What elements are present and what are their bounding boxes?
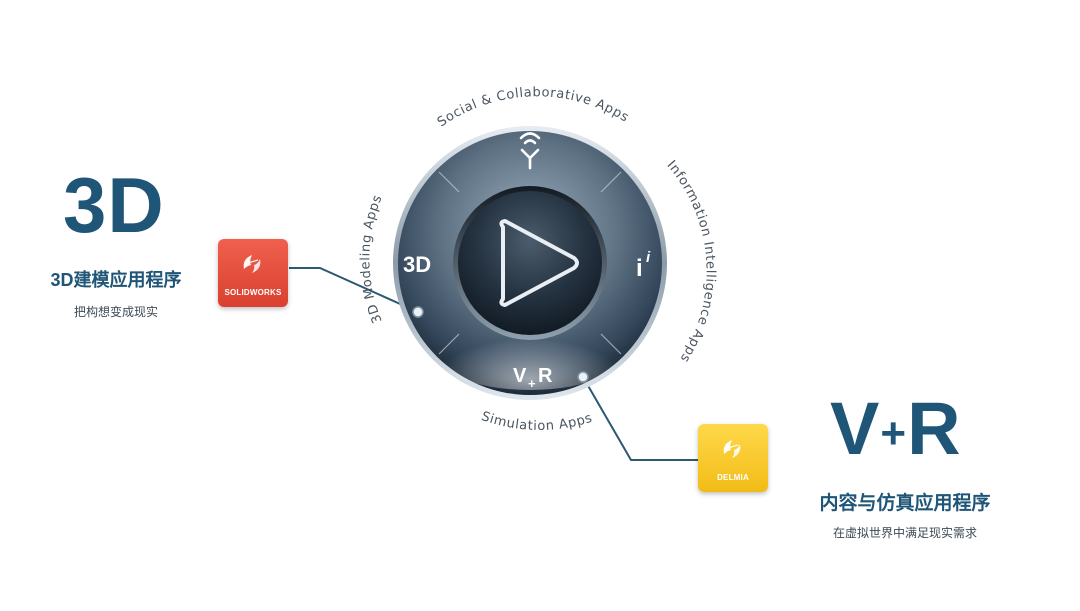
- arc-label-information-text: Information Intelligence Apps: [664, 158, 717, 365]
- arc-label-social-text: Social & Collaborative Apps: [435, 85, 631, 130]
- quadrant-vr-r: R: [538, 365, 553, 387]
- quadrant-i-sup: i: [646, 249, 651, 266]
- divider-tick-tl: [438, 171, 460, 193]
- divider-tick-tr: [600, 171, 622, 193]
- delmia-label: DELMIA: [717, 473, 749, 482]
- right-subtitle: 在虚拟世界中满足现实需求: [832, 526, 977, 540]
- center-button[interactable]: [458, 191, 602, 335]
- quadrant-vr-plus: +: [528, 376, 536, 391]
- arc-label-information: Information Intelligence Apps: [664, 158, 718, 365]
- connector-line-vr: [582, 376, 698, 461]
- arc-label-simulation-text: Simulation Apps: [479, 409, 593, 434]
- big-label-3d: 3D: [63, 161, 165, 249]
- marker-dot-3d: [412, 306, 424, 318]
- arc-label-social: Social & Collaborative Apps: [435, 85, 632, 130]
- big-vr-v: V: [830, 387, 880, 470]
- delmia-tile[interactable]: DELMIA: [698, 424, 768, 492]
- play-icon: [499, 219, 579, 307]
- big-vr-plus: +: [880, 409, 907, 458]
- left-title: 3D建模应用程序: [50, 270, 182, 290]
- arc-label-modeling: 3D Modeling Apps: [358, 193, 385, 325]
- divider-tick-br: [600, 333, 622, 355]
- quadrant-label-3d[interactable]: 3D: [403, 252, 431, 277]
- social-antenna-icon[interactable]: [519, 132, 541, 170]
- big-label-vr: V+R: [830, 392, 961, 466]
- connector-line-3d: [289, 267, 419, 313]
- arc-label-simulation: Simulation Apps: [479, 409, 594, 434]
- ds-logo-icon: [723, 440, 741, 458]
- quadrant-label-vr[interactable]: V + R: [513, 365, 553, 391]
- quadrant-i-char: i: [636, 255, 643, 282]
- marker-dot-vr: [577, 371, 589, 383]
- arc-label-modeling-text: 3D Modeling Apps: [358, 193, 385, 325]
- quadrant-vr-v: V: [513, 365, 527, 387]
- right-title: 内容与仿真应用程序: [819, 493, 991, 514]
- quadrant-label-ii[interactable]: i i: [636, 249, 651, 282]
- left-subtitle: 把构想变成现实: [73, 305, 158, 319]
- solidworks-label: SOLIDWORKS: [224, 288, 282, 297]
- divider-tick-bl: [438, 333, 460, 355]
- solidworks-tile[interactable]: SOLIDWORKS: [218, 239, 288, 307]
- compass-glow: [425, 300, 635, 390]
- ds-logo-icon: [243, 255, 261, 273]
- big-vr-r: R: [907, 387, 961, 470]
